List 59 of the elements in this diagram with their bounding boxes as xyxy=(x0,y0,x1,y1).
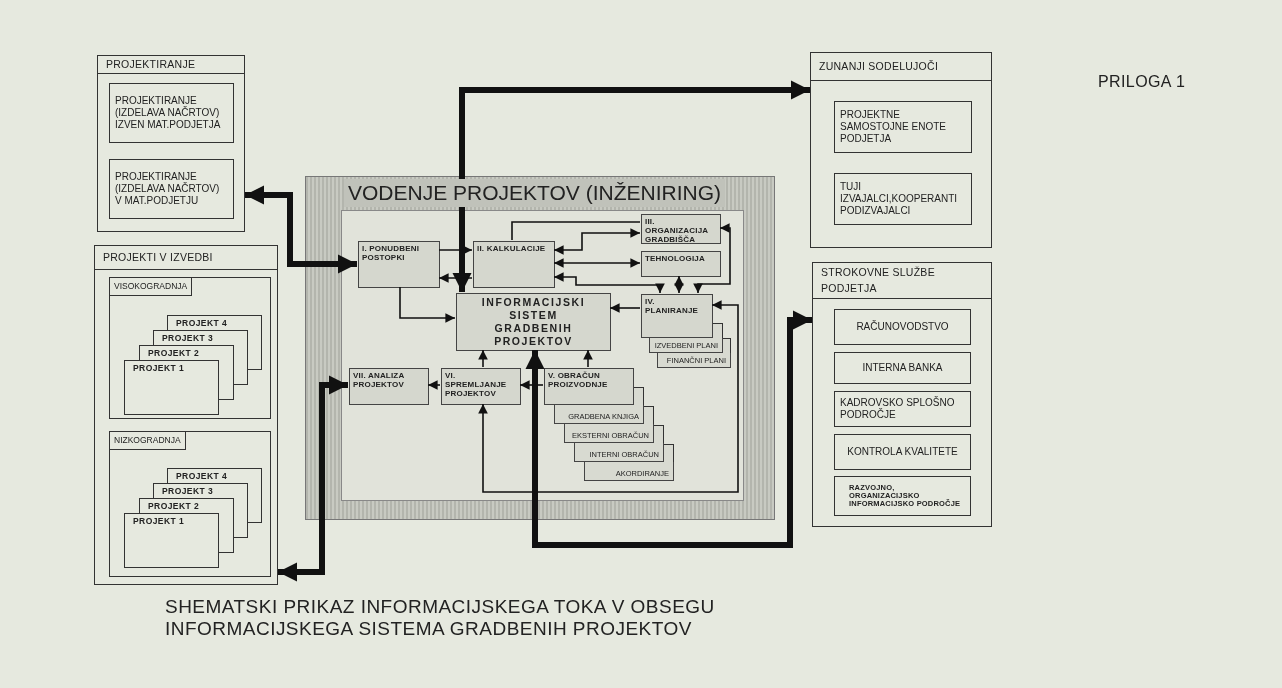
project-card: PROJEKT 2 xyxy=(139,498,234,513)
arrow xyxy=(478,300,739,493)
thick-arrow xyxy=(245,185,357,274)
arrow xyxy=(553,258,641,268)
process-box: KADROVSKO SPLOŠNO PODROČJE xyxy=(834,391,971,427)
section-tab: NIZKOGRADNJA xyxy=(110,432,186,450)
process-box: VI. SPREMLJANJE PROJEKTOV xyxy=(441,368,521,405)
group-panel xyxy=(94,245,278,585)
caption: SHEMATSKI PRIKAZ INFORMACIJSKEGA TOKA V OBSEGU INFORMACIJSKEGA SISTEMA GRADBENIH PROJEKTOV xyxy=(165,596,716,640)
group-panel xyxy=(97,55,245,232)
system-box: INFORMACIJSKI SISTEM GRADBENIH PROJEKTOV xyxy=(456,293,611,351)
process-box: PROJEKTNE SAMOSTOJNE ENOTE PODJETJA xyxy=(834,101,972,153)
arrow xyxy=(674,275,684,294)
arrow xyxy=(438,273,473,283)
thick-arrow xyxy=(525,310,812,548)
process-box: TEHNOLOGIJA xyxy=(641,251,721,277)
process-box: I. PONUDBENI POSTOPKI xyxy=(358,241,440,288)
section-tab: VISOKOGRADNJA xyxy=(110,278,193,296)
arrow xyxy=(438,245,473,255)
project-card: PROJEKT 3 xyxy=(153,483,248,498)
section-panel xyxy=(109,277,271,419)
process-box: PROJEKTIRANJE (IZDELAVA NAČRTOV) V MAT.PODJETJU xyxy=(109,159,234,219)
process-box: TUJI IZVAJALCI,KOOPERANTI PODIZVAJALCI xyxy=(834,173,972,225)
process-box: VII. ANALIZA PROJEKTOV xyxy=(349,368,429,405)
arrow xyxy=(609,303,641,313)
section-panel xyxy=(109,431,271,577)
annex-label: PRILOGA 1 xyxy=(1098,72,1186,92)
arrow xyxy=(553,272,665,294)
group-panel xyxy=(810,52,992,248)
process-box: II. KALKULACIJE xyxy=(473,241,555,288)
process-box: PROJEKTIRANJE (IZDELAVA NAČRTOV) IZVEN MAT.PODJETJA xyxy=(109,83,234,143)
process-box: INTERNA BANKA xyxy=(834,352,971,384)
project-card: PROJEKT 1 xyxy=(124,360,219,415)
project-card: PROJEKT 1 xyxy=(124,513,219,568)
arrow xyxy=(427,380,441,390)
project-card: PROJEKT 2 xyxy=(139,345,234,360)
arrow xyxy=(583,349,593,368)
panel-heading: PROJEKTIRANJE xyxy=(98,56,244,74)
arrow xyxy=(399,286,456,323)
arrow xyxy=(478,349,488,368)
arrow xyxy=(519,380,544,390)
project-card: PROJEKT 3 xyxy=(153,330,248,345)
panel-heading: PROJEKTI V IZVEDBI xyxy=(95,246,277,270)
group-panel xyxy=(812,262,992,527)
shaded-frame xyxy=(305,176,775,520)
project-card: PROJEKT 4 xyxy=(167,468,262,483)
process-box: KONTROLA KVALITETE xyxy=(834,434,971,470)
process-box: IV. PLANIRANJE xyxy=(641,294,713,338)
panel-heading: STROKOVNE SLUŽBE PODJETJA xyxy=(813,263,991,299)
thick-arrow xyxy=(452,80,810,292)
panel-heading: ZUNANJI SODELUJOČI xyxy=(811,53,991,81)
arrow xyxy=(693,223,731,294)
process-box: V. OBRAČUN PROIZVODNJE xyxy=(544,368,634,405)
thick-arrow xyxy=(278,375,348,582)
process-box: RAČUNOVODSTVO xyxy=(834,309,971,345)
arrow xyxy=(553,228,641,255)
project-card: PROJEKT 4 xyxy=(167,315,262,330)
process-box: III. ORGANIZACIJA GRADBIŠČA xyxy=(641,214,721,244)
frame-title: VODENJE PROJEKTOV (INŽENIRING) xyxy=(344,179,725,207)
